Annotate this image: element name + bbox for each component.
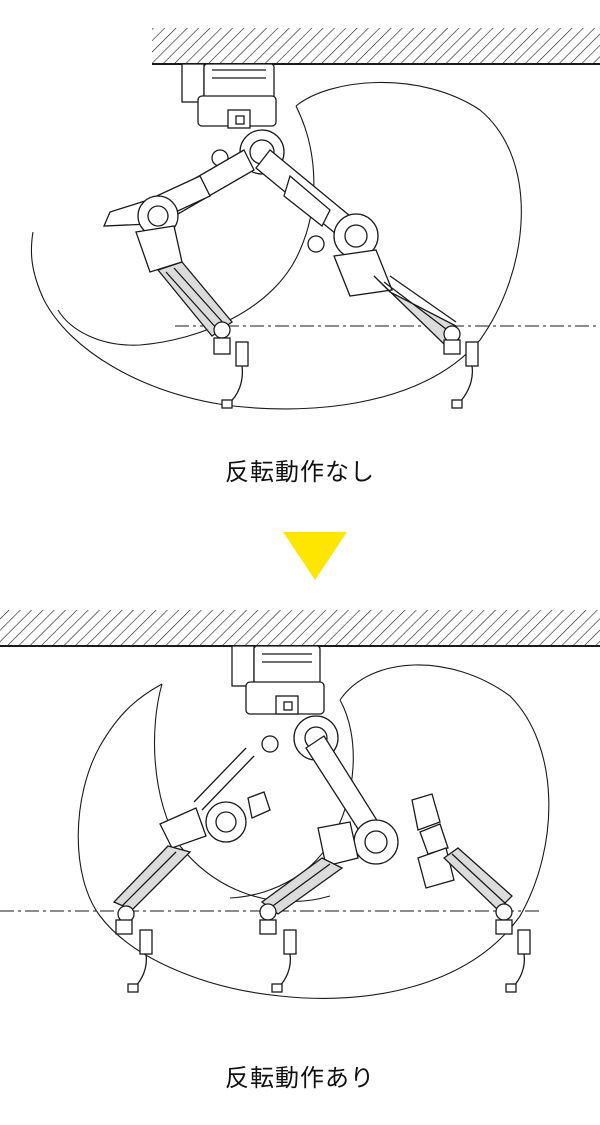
robot-pose-right — [255, 149, 479, 409]
robot-pose-left — [112, 747, 271, 993]
robot-base — [231, 645, 325, 715]
robot-pose-right — [411, 793, 531, 993]
ceiling — [152, 28, 600, 65]
caption-without-reversal: 反転動作なし — [225, 458, 375, 486]
caption-with-reversal: 反転動作あり — [225, 1064, 375, 1092]
robot-diagram-bottom — [0, 610, 600, 999]
robot-diagram-top — [30, 28, 600, 410]
reach-envelope — [30, 81, 522, 410]
robot-base — [181, 63, 277, 129]
ceiling — [0, 610, 600, 647]
diagram-with-reversal — [0, 596, 600, 1036]
robot-pose-middle — [259, 735, 399, 993]
robot-pose-left — [102, 149, 255, 409]
diagram-without-reversal — [0, 0, 600, 420]
down-triangle-icon — [283, 532, 347, 580]
